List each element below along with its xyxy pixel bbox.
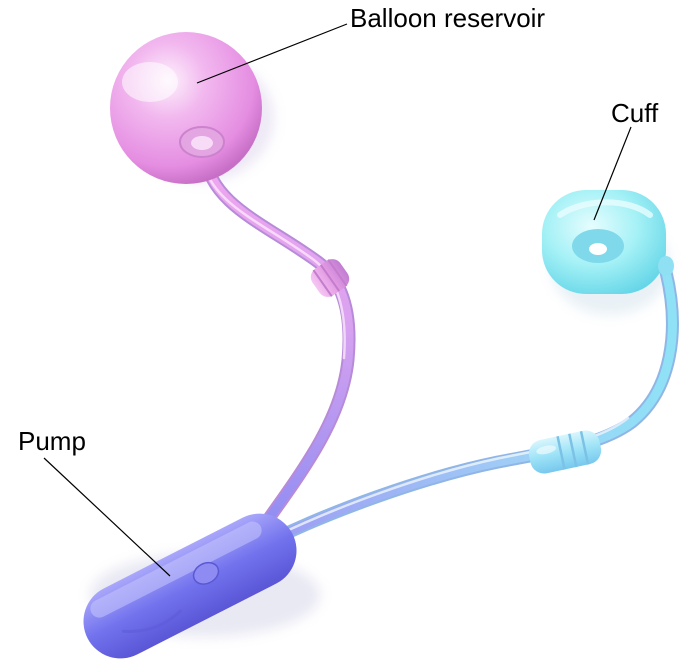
cuff: [542, 190, 674, 294]
balloon-reservoir-label: Balloon reservoir: [350, 5, 545, 31]
pump-label: Pump: [18, 428, 86, 454]
reservoir-tube: [203, 155, 349, 528]
cuff-tube-connector: [526, 428, 603, 476]
cuff-label: Cuff: [611, 100, 658, 126]
balloon-reservoir: [110, 32, 262, 184]
pump-leader-line: [44, 458, 170, 576]
